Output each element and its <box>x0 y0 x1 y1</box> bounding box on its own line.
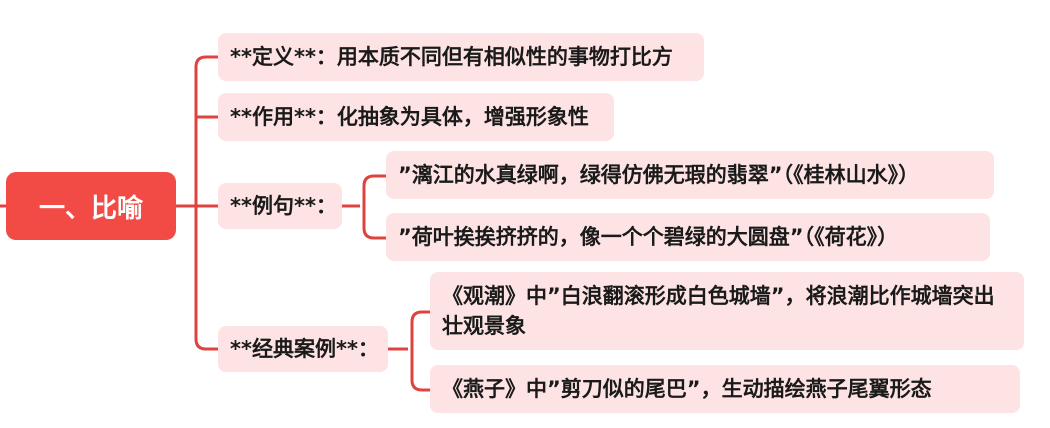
branch-definition[interactable]: **定义**：用本质不同但有相似性的事物打比方 <box>218 33 704 81</box>
connector-root-branches <box>176 55 222 351</box>
connector-case-children <box>388 310 432 392</box>
case-tide-watching[interactable]: 《观潮》中”白浪翻滚形成白色城墙”，将浪潮比作城墙突出壮观景象 <box>430 272 1024 350</box>
root-node[interactable]: 一、比喻 <box>6 172 176 240</box>
case-swallow[interactable]: 《燕子》中”剪刀似的尾巴”，生动描绘燕子尾翼形态 <box>430 365 1020 413</box>
branch-examples[interactable]: **例句**： <box>218 183 342 229</box>
example-lotus[interactable]: ”荷叶挨挨挤挤的，像一个个碧绿的大圆盘”（《荷花》） <box>386 213 990 261</box>
connector-example-children <box>342 174 386 240</box>
branch-function[interactable]: **作用**：化抽象为具体，增强形象性 <box>218 93 614 141</box>
branch-classic-cases[interactable]: **经典案例**： <box>218 326 388 372</box>
example-lijiang[interactable]: ”漓江的水真绿啊，绿得仿佛无瑕的翡翠”（《桂林山水》） <box>386 151 994 199</box>
